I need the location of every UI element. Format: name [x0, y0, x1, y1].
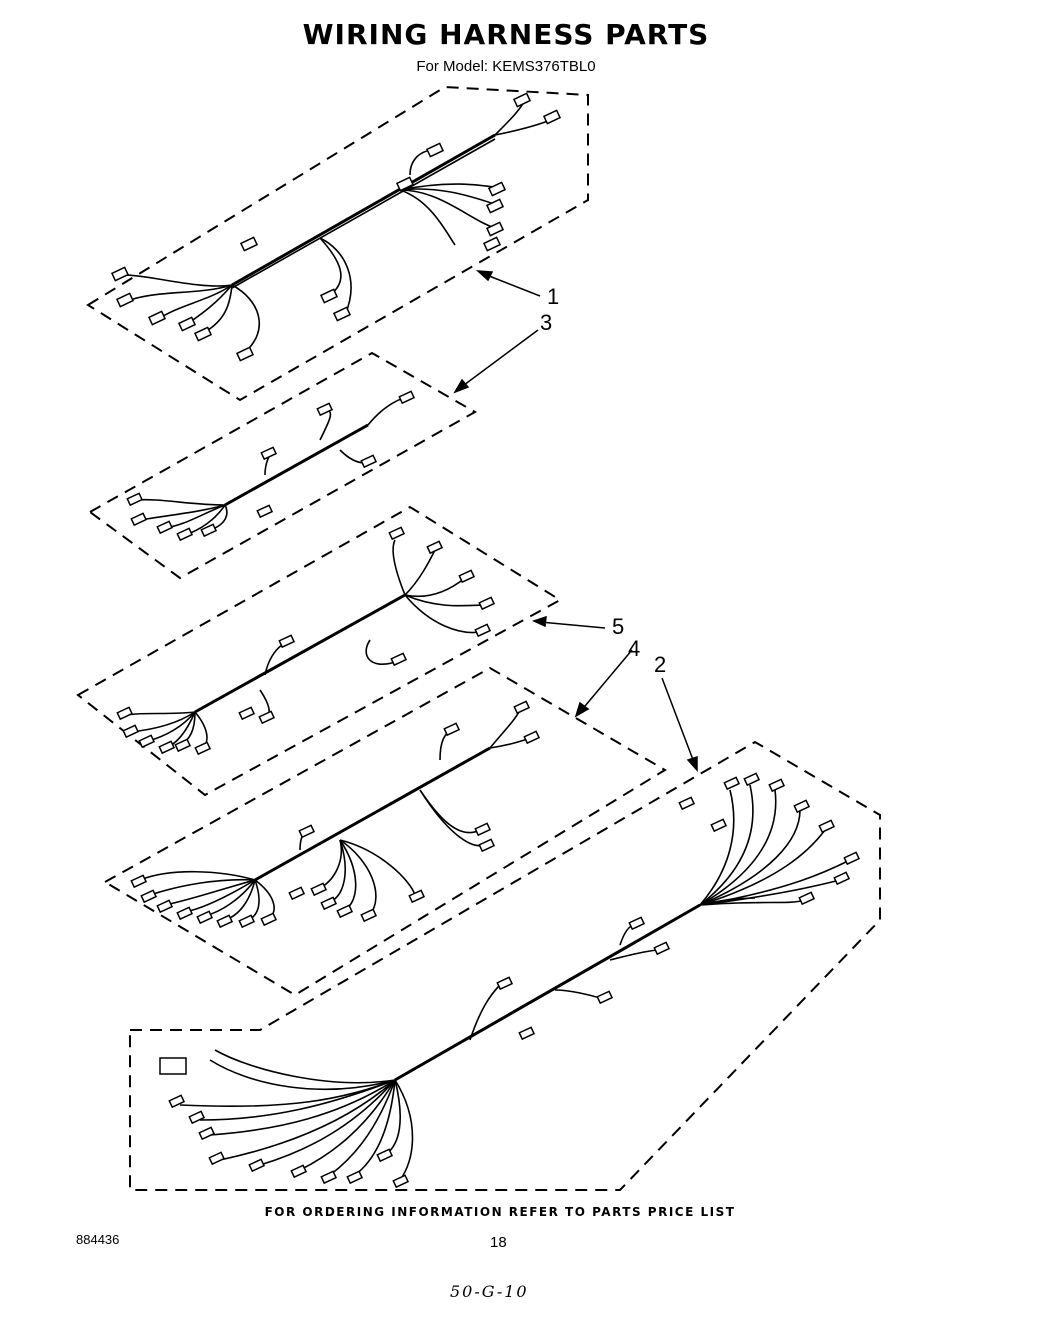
- harness-panel-4: [102, 666, 667, 997]
- harness-2-plug: [159, 1057, 187, 1075]
- harness-5-connectors: [116, 526, 496, 756]
- model-label: For Model: KEMS376TBL0: [416, 58, 596, 75]
- callout-5: 5: [612, 614, 624, 639]
- ordering-note: FOR ORDERING INFORMATION REFER TO PARTS …: [264, 1205, 736, 1219]
- harness-2-connectors: [159, 772, 861, 1189]
- handwritten-note: 50-G-10: [450, 1282, 529, 1301]
- harness-5-wires: [124, 539, 486, 749]
- harness-3-connectors: [126, 390, 416, 542]
- harness-2-wires: [179, 784, 851, 1181]
- harness-panel-1: [86, 85, 589, 402]
- harness-4-connectors: [130, 700, 541, 929]
- harness-panel-3: [88, 351, 478, 580]
- harness-panel-2: [129, 740, 881, 1191]
- callout-4: 4: [628, 636, 640, 661]
- harness-panel-5: [76, 505, 562, 797]
- page-title: WIRING HARNESS PARTS: [302, 18, 710, 51]
- callout-3: 3: [540, 310, 552, 335]
- callout-1: 1: [547, 284, 559, 309]
- callout-leaders: [453, 270, 698, 772]
- document-number: 884436: [76, 1232, 120, 1247]
- callout-2: 2: [654, 652, 666, 677]
- harness-1-connectors: [110, 92, 562, 362]
- page-number: 18: [490, 1234, 507, 1251]
